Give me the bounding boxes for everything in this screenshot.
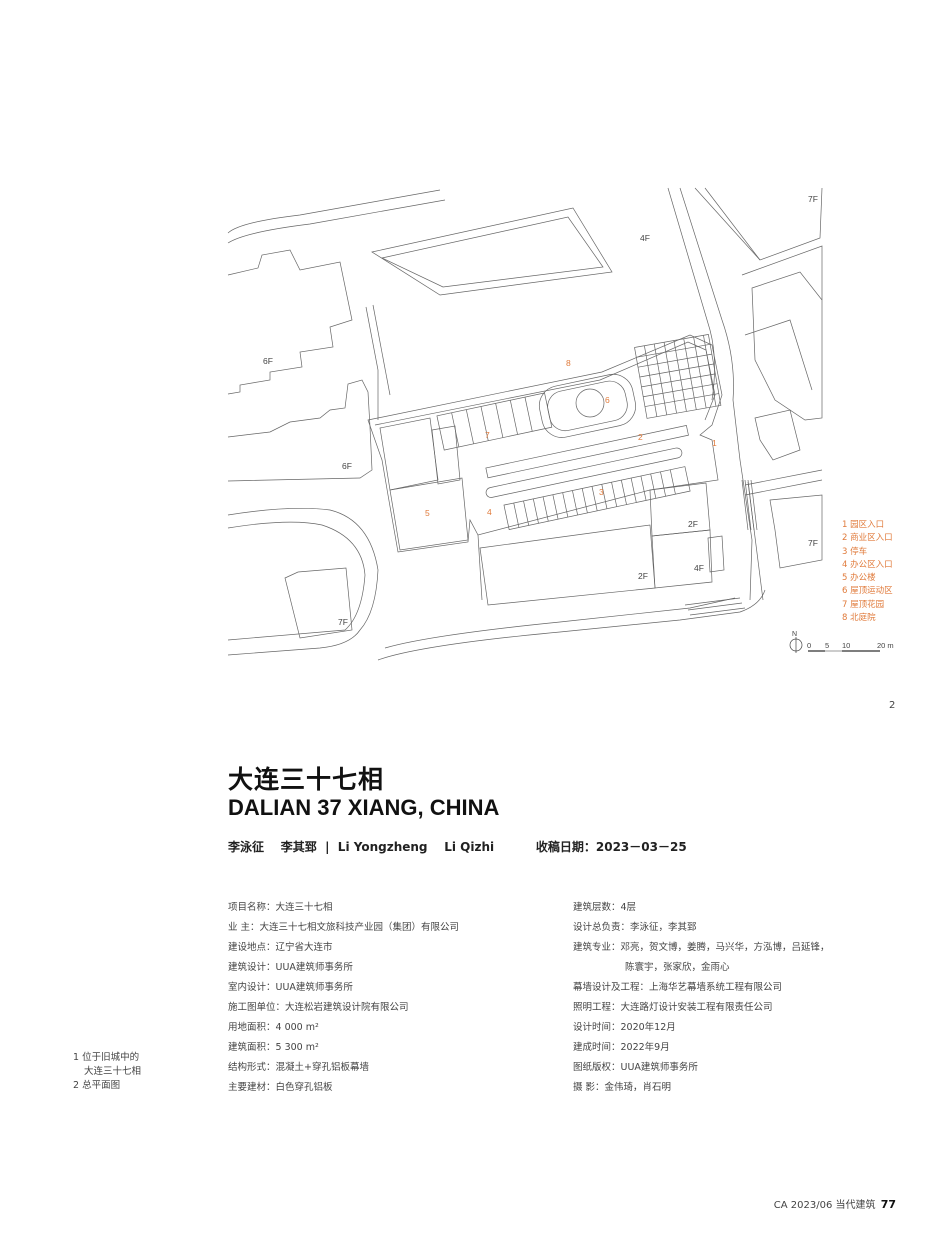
figure-captions: 1 位于旧城中的 大连三十七相 2 总平面图 — [73, 1051, 141, 1093]
scale-tick: 5 — [825, 641, 829, 650]
info-line: 设计总负责：李泳征，李其郅 — [573, 922, 697, 933]
legend-item: 4 办公区入口 — [842, 559, 893, 570]
site-plan-drawing: 7F 4F 6F 6F 7F 2F 4F 2F 7F 1 2 3 4 5 6 7… — [227, 187, 894, 661]
project-info-left: 项目名称：大连三十七相 业 主：大连三十七相文旅科技产业园（集团）有限公司 建设… — [228, 898, 459, 1098]
zone-number: 4 — [487, 507, 492, 517]
legend-item: 6 屋顶运动区 — [842, 586, 893, 597]
info-line: 建筑专业：邓亮，贺文博，姜腾，马兴华，方泓博，吕延锋， — [573, 942, 830, 953]
floor-label: 2F — [638, 571, 648, 581]
project-info-right: 建筑层数：4层 设计总负责：李泳征，李其郅 建筑专业：邓亮，贺文博，姜腾，马兴华… — [573, 898, 830, 1098]
legend-item: 1 园区入口 — [842, 520, 885, 530]
article-title-english: DALIAN 37 XIANG, CHINA — [228, 795, 500, 820]
journal-name: CA 2023/06 当代建筑 — [773, 1200, 876, 1211]
scale-tick: 0 — [807, 641, 811, 650]
info-line: 室内设计：UUA建筑师事务所 — [228, 982, 353, 993]
caption-line: 1 位于旧城中的 — [73, 1052, 140, 1063]
legend-item: 7 屋顶花园 — [842, 599, 885, 610]
floor-label: 7F — [808, 538, 818, 548]
legend-item: 2 商业区入口 — [842, 533, 893, 544]
info-line: 建筑设计：UUA建筑师事务所 — [228, 962, 353, 973]
info-line: 建筑层数：4层 — [573, 902, 637, 913]
info-line: 施工图单位：大连松岩建筑设计院有限公司 — [228, 1002, 409, 1013]
info-line: 陈寰宇，张家欣，金雨心 — [625, 962, 730, 973]
caption-line: 2 总平面图 — [73, 1080, 121, 1091]
zone-number: 7 — [485, 430, 490, 440]
info-line: 设计时间：2020年12月 — [573, 1022, 676, 1033]
floor-label: 7F — [808, 194, 818, 204]
page-number: 77 — [880, 1198, 896, 1211]
zone-number: 3 — [599, 487, 604, 497]
scale-tick: 10 — [842, 641, 850, 650]
figure-number: 2 — [889, 700, 896, 711]
info-line: 用地面积：4 000 m² — [228, 1022, 319, 1033]
info-line: 摄 影：金伟琦，肖石明 — [573, 1082, 672, 1093]
scale-tick: 20 m — [877, 641, 894, 650]
floor-label: 7F — [338, 617, 348, 627]
floor-label: 4F — [640, 233, 650, 243]
floor-label: 6F — [342, 461, 352, 471]
legend-item: 3 停车 — [842, 546, 868, 557]
info-line: 建筑面积：5 300 m² — [228, 1042, 319, 1053]
article-title-chinese: 大连三十七相 — [228, 765, 385, 794]
info-line: 照明工程：大连路灯设计安装工程有限责任公司 — [573, 1002, 773, 1013]
zone-number: 6 — [605, 395, 610, 405]
zone-number: 2 — [638, 432, 643, 442]
info-line: 图纸版权：UUA建筑师事务所 — [573, 1062, 698, 1073]
info-line: 结构形式：混凝土+穿孔铝板幕墙 — [228, 1062, 369, 1073]
floor-label: 2F — [688, 519, 698, 529]
page-footer: CA 2023/06 当代建筑 77 — [774, 1196, 896, 1211]
legend-item: 8 北庭院 — [842, 613, 876, 624]
info-line: 建设地点：辽宁省大连市 — [228, 942, 333, 953]
caption-line: 大连三十七相 — [84, 1066, 142, 1077]
zone-number: 8 — [566, 358, 571, 368]
info-line: 幕墙设计及工程：上海华艺幕墙系统工程有限公司 — [573, 982, 783, 993]
floor-label: 6F — [263, 356, 273, 366]
byline: 李泳征 李其郅 | Li Yongzheng Li Qizhi 收稿日期：202… — [228, 840, 687, 854]
info-line: 建成时间：2022年9月 — [573, 1042, 670, 1053]
north-arrow-icon — [789, 637, 803, 653]
zone-number: 5 — [425, 508, 430, 518]
site-plan-legend: 1 园区入口 2 商业区入口 3 停车 4 办公区入口 5 办公楼 6 屋顶运动… — [842, 519, 893, 625]
floor-label: 4F — [694, 563, 704, 573]
zone-number: 1 — [712, 438, 717, 448]
info-line: 项目名称：大连三十七相 — [228, 902, 333, 913]
info-line: 主要建材：白色穿孔铝板 — [228, 1082, 333, 1093]
legend-item: 5 办公楼 — [842, 573, 876, 584]
north-label: N — [792, 631, 797, 638]
info-line: 业 主：大连三十七相文旅科技产业园（集团）有限公司 — [228, 922, 460, 933]
